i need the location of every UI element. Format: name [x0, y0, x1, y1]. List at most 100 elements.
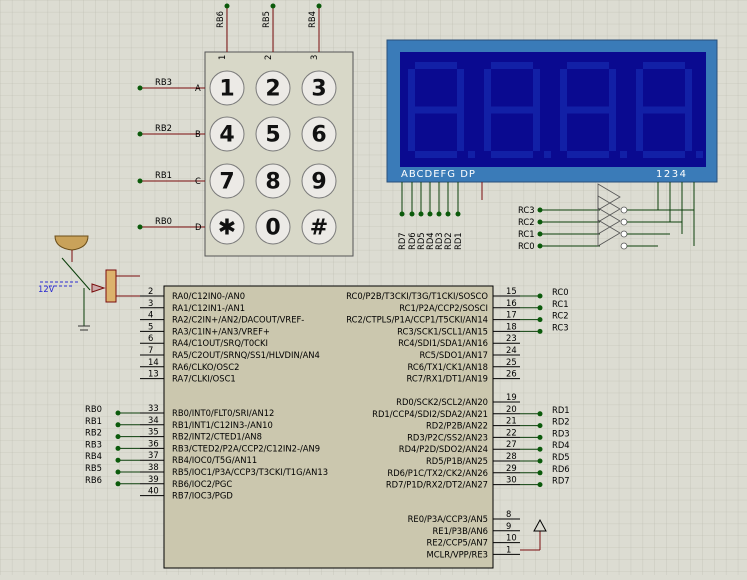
key-6[interactable]: 6 [301, 116, 337, 152]
segment [415, 151, 457, 158]
mcu-net-terminal [537, 293, 543, 299]
speaker-cone [54, 235, 89, 251]
reset-switch [105, 269, 117, 303]
mcu-net-label: RC0 [552, 287, 569, 297]
keypad-row-letter-3: C [195, 176, 201, 186]
key-1[interactable]: 1 [209, 70, 245, 106]
keypad-col-terminal-2 [270, 3, 276, 9]
decimal-point [468, 151, 475, 158]
mcu-net-label: RD2 [552, 417, 570, 427]
mcu-net-terminal [115, 469, 121, 475]
mcu-net-label: RB5 [85, 463, 102, 473]
mcu-net-label: RB1 [85, 416, 102, 426]
mcu-pin-number: 27 [506, 439, 517, 449]
segment [491, 151, 533, 158]
mcu-pin-number: 39 [148, 474, 159, 484]
key-label: 7 [219, 170, 234, 195]
mcu-pin-number: 15 [506, 286, 517, 296]
lcd-pin-terminal-3 [418, 211, 424, 217]
segment [533, 69, 540, 110]
segment [567, 106, 609, 114]
key-star[interactable]: ✱ [209, 209, 245, 245]
keypad-row-letter-2: B [195, 129, 201, 139]
lcd-pin-net-6: RD2 [443, 232, 453, 250]
mcu-net-label: RD6 [552, 464, 570, 474]
mcu-pin-name: RC0/P2B/T3CKI/T3G/T1CKI/SOSCO [346, 291, 488, 301]
digit-label: 1234 [656, 169, 687, 180]
key-5[interactable]: 5 [255, 116, 291, 152]
segment [609, 69, 616, 110]
lcd-pin-net-2: RD6 [407, 232, 417, 250]
key-label: 8 [265, 170, 280, 195]
speaker-symbol: 12V [38, 235, 140, 331]
keypad-col-num-3: 3 [309, 55, 319, 60]
key-4[interactable]: 4 [209, 116, 245, 152]
mcu-pin-name: RD0/SCK2/SCL2/AN20 [396, 397, 488, 407]
mcu-pin-name: RC6/TX1/CK1/AN18 [407, 362, 488, 372]
mcu-net-terminal [537, 328, 543, 334]
mcu-net-terminal [115, 445, 121, 451]
segment [457, 110, 464, 151]
mcu-pin-number: 1 [506, 544, 511, 554]
mcu-pin-name: RB3/CTED2/P2A/CCP2/C12IN2-/AN9 [172, 443, 320, 453]
segment [533, 110, 540, 151]
mcu-pin-number: 17 [506, 310, 517, 320]
lcd-pin-net-3: RD5 [416, 232, 426, 250]
mcu-pin-number: 38 [148, 462, 159, 472]
key-cap [301, 163, 337, 199]
key-0[interactable]: 0 [255, 209, 291, 245]
mcu-pin-name: RA5/C2OUT/SRNQ/SS1/HLVDIN/AN4 [172, 350, 320, 360]
keypad-row-terminal-4 [137, 224, 143, 230]
mcu-net-terminal [537, 305, 543, 311]
segment [491, 106, 533, 114]
mcu-pin-name: RC7/RX1/DT1/AN19 [407, 374, 488, 384]
keypad-row-net-3: RB1 [155, 170, 172, 180]
mcu-pin-name: MCLR/VPP/RE3 [427, 549, 488, 559]
mcu-body [163, 285, 494, 569]
mcu-pin-number: 22 [506, 427, 517, 437]
key-cap [255, 70, 291, 106]
segment [415, 106, 457, 114]
supply-label: 12V [38, 284, 55, 294]
driver-terminal-1 [537, 207, 543, 213]
key-hash[interactable]: # [301, 209, 337, 245]
mcu-pin-number: 24 [506, 345, 517, 355]
mcu-net-label: RB2 [85, 428, 102, 438]
key-7[interactable]: 7 [209, 163, 245, 199]
driver-terminal-3 [537, 231, 543, 237]
keypad-row-net-2: RB2 [155, 123, 172, 133]
mcu-pin-name: RE0/P3A/CCP3/AN5 [408, 514, 488, 524]
segment [643, 151, 685, 158]
keypad-col-terminal-3 [316, 3, 322, 9]
mcu-net-terminal [537, 423, 543, 429]
mcu-net-terminal [115, 457, 121, 463]
key-2[interactable]: 2 [255, 70, 291, 106]
keypad-col-terminal-1 [224, 3, 230, 9]
mcu-pin-name: RD3/P2C/SS2/AN23 [407, 432, 488, 442]
lcd-pin-terminal-7 [455, 211, 461, 217]
driver-bubble-4 [620, 242, 628, 250]
digit-4 [636, 62, 703, 158]
mcu-net-terminal [115, 434, 121, 440]
mcu-pin-name: RA3/C1IN+/AN3/VREF+ [172, 326, 270, 336]
key-9[interactable]: 9 [301, 163, 337, 199]
keypad-row-net-1: RB3 [155, 77, 172, 87]
mcu-pin-number: 6 [148, 333, 153, 343]
key-cap [255, 209, 291, 245]
key-8[interactable]: 8 [255, 163, 291, 199]
mcu-pin-name: RC1/P2A/CCP2/SOSCI [399, 303, 488, 313]
mcu-pin-name: RC5/SDO1/AN17 [419, 350, 488, 360]
mcu-pin-name: RB7/IOC3/PGD [172, 491, 233, 501]
keypad-col-num-1: 1 [217, 55, 227, 60]
lcd-pin-net-5: RD3 [434, 232, 444, 250]
mcu-pin-name: RD7/P1D/RX2/DT2/AN27 [386, 480, 488, 490]
lcd-pin-terminal-4 [427, 211, 433, 217]
segment [408, 69, 415, 110]
segment [484, 69, 491, 110]
segment [567, 151, 609, 158]
driver-gate-4 [597, 219, 621, 247]
key-3[interactable]: 3 [301, 70, 337, 106]
keypad-row-terminal-1 [137, 85, 143, 91]
lcd-pin-terminal-6 [445, 211, 451, 217]
